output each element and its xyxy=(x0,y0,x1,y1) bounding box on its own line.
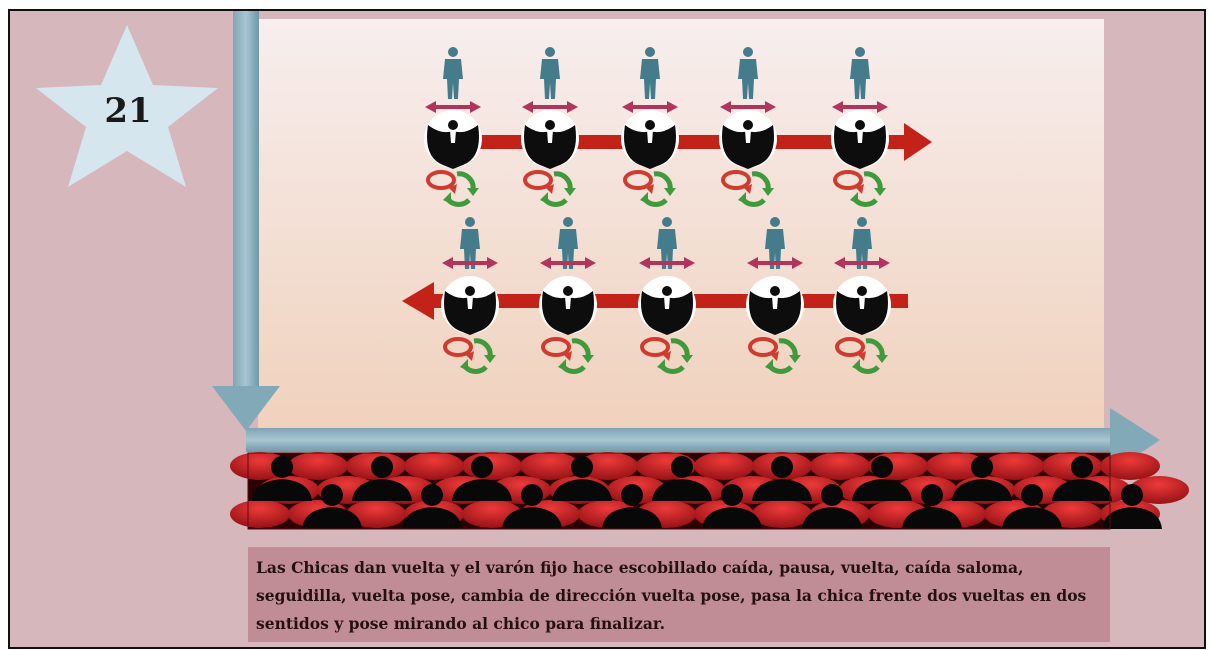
flamenco-dancer-icon xyxy=(831,110,889,169)
rotation-arrows-icon xyxy=(623,170,676,207)
dancer-pairs xyxy=(424,47,891,374)
man-figure-icon xyxy=(540,47,560,99)
flamenco-dancer-icon xyxy=(638,276,696,335)
step-description: Las Chicas dan vuelta y el varón fijo ha… xyxy=(248,547,1110,642)
side-step-arrow-icon xyxy=(832,101,888,113)
dancer-pair xyxy=(621,47,679,207)
row-1 xyxy=(424,47,889,207)
flamenco-dancer-icon xyxy=(719,110,777,169)
rotation-arrows-icon xyxy=(523,170,576,207)
rotation-arrows-icon xyxy=(748,337,801,374)
flamenco-dancer-icon xyxy=(441,276,499,335)
man-figure-icon xyxy=(738,47,758,99)
man-figure-icon xyxy=(852,217,872,269)
dancer-pair xyxy=(424,47,482,207)
side-step-arrow-icon xyxy=(639,257,695,269)
dancer-pair xyxy=(746,217,804,374)
side-step-arrow-icon xyxy=(747,257,803,269)
vertical-axis-arrow xyxy=(212,11,280,431)
man-figure-icon xyxy=(460,217,480,269)
dancer-pair xyxy=(831,47,889,207)
row-2 xyxy=(441,217,891,374)
stage-area xyxy=(258,19,1104,433)
side-step-arrow-icon xyxy=(540,257,596,269)
rotation-arrows-icon xyxy=(721,170,774,207)
side-step-arrow-icon xyxy=(834,257,890,269)
rotation-arrows-icon xyxy=(426,170,479,207)
dancer-pair xyxy=(719,47,777,207)
side-step-arrow-icon xyxy=(425,101,481,113)
man-figure-icon xyxy=(657,217,677,269)
side-step-arrow-icon xyxy=(442,257,498,269)
dancer-pair xyxy=(539,217,597,374)
man-figure-icon xyxy=(558,217,578,269)
side-step-arrow-icon xyxy=(720,101,776,113)
rotation-arrows-icon xyxy=(640,337,693,374)
dancer-pair xyxy=(521,47,579,207)
side-step-arrow-icon xyxy=(622,101,678,113)
rotation-arrows-icon xyxy=(833,170,886,207)
side-step-arrow-icon xyxy=(522,101,578,113)
choreography-diagram xyxy=(36,11,1189,530)
man-figure-icon xyxy=(640,47,660,99)
flamenco-dancer-icon xyxy=(621,110,679,169)
man-figure-icon xyxy=(765,217,785,269)
dancer-pair xyxy=(441,217,499,374)
flamenco-dancer-icon xyxy=(424,110,482,169)
rotation-arrows-icon xyxy=(541,337,594,374)
dancer-pair xyxy=(638,217,696,374)
flamenco-dancer-icon xyxy=(539,276,597,335)
rotation-arrows-icon xyxy=(443,337,496,374)
dancer-pair xyxy=(833,217,891,374)
direction-arrow-row-1 xyxy=(480,123,932,161)
rotation-arrows-icon xyxy=(835,337,888,374)
horizontal-axis-arrow xyxy=(246,408,1160,473)
audience-strip xyxy=(230,452,1189,530)
flamenco-dancer-icon xyxy=(833,276,891,335)
slide: 21 Las Chicas dan vuelta y el varón fijo… xyxy=(8,9,1206,649)
man-figure-icon xyxy=(443,47,463,99)
flamenco-dancer-icon xyxy=(746,276,804,335)
step-star-badge xyxy=(36,25,218,187)
step-number: 21 xyxy=(104,91,152,131)
flamenco-dancer-icon xyxy=(521,110,579,169)
man-figure-icon xyxy=(850,47,870,99)
